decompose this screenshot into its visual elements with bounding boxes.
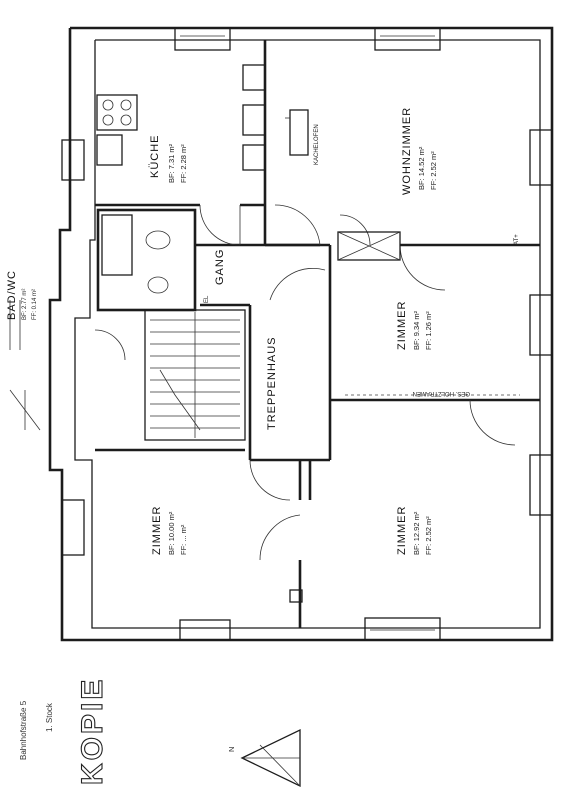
room-ff: FF: 1.26 m² <box>424 311 433 350</box>
room-bf: BF: 7.31 m² <box>167 143 176 183</box>
room-ff: FF: 2.52 m² <box>424 516 433 555</box>
room-ff: FF: 2.52 m² <box>429 151 438 190</box>
address-block: Bahnhofstraße 5 1. Stock <box>19 700 54 760</box>
room-gang: GANG EL <box>204 249 226 303</box>
side-marks <box>9 300 41 431</box>
windows-right <box>529 129 553 516</box>
at-label: AT+ <box>514 234 520 245</box>
room-bf: BF: 12.92 m² <box>412 511 421 555</box>
room-ff: FF: 2.28 m² <box>179 144 188 183</box>
kitchen-fixtures <box>96 94 138 166</box>
floor-label: 1. Stock <box>45 702 54 732</box>
windows-bottom <box>179 617 441 641</box>
staircase <box>150 312 240 438</box>
room-name: WOHNZIMMER <box>401 107 413 195</box>
room-name: ZIMMER <box>396 506 408 555</box>
room-zimmer-mid: ZIMMER BF: 9.34 m² FF: 1.26 m² <box>396 301 433 350</box>
north-arrow: N <box>227 728 301 788</box>
room-bf: BF: 9.34 m² <box>412 310 421 350</box>
door-swings <box>94 204 516 561</box>
room-bf: BF: 10.00 m² <box>167 511 176 555</box>
room-ff: FF: 0.14 m² <box>32 289 38 320</box>
svg-text:AT+: AT+ <box>514 234 520 245</box>
room-name: KÜCHE <box>149 134 161 178</box>
north-label: N <box>227 747 236 752</box>
chimney-marker <box>289 589 303 603</box>
room-name: GANG <box>214 249 226 285</box>
room-kueche: KÜCHE BF: 7.31 m² FF: 2.28 m² <box>149 134 188 183</box>
svg-text:KACHELOFEN: KACHELOFEN <box>314 124 320 165</box>
kopie-stamp: KOPIE <box>75 676 109 785</box>
room-zimmer-left: ZIMMER BF: 10.00 m² FF: ... m² <box>151 506 188 555</box>
room-name: BAD/WC <box>6 270 18 320</box>
kachelofen-label: KACHELOFEN <box>314 124 320 165</box>
room-bf: BF: 14.52 m² <box>417 146 426 190</box>
room-wohnzimmer: WOHNZIMMER BF: 14.52 m² FF: 2.52 m² <box>401 107 438 195</box>
interior-walls <box>95 40 540 628</box>
outer-walls <box>48 26 554 642</box>
room-treppenhaus: TREPPENHAUS <box>266 336 278 430</box>
room-bad: BAD/WC BF: 2.77 m² FF: 0.14 m² <box>6 270 38 320</box>
room-name: ZIMMER <box>396 301 408 350</box>
bath-fixtures <box>101 214 171 294</box>
room-el: EL <box>204 295 210 303</box>
shaft-box <box>337 231 401 261</box>
svg-text:GES. HOLZTRAMEN: GES. HOLZTRAMEN <box>413 390 470 396</box>
room-ff: FF: ... m² <box>179 524 188 555</box>
room-bf: BF: 2.77 m² <box>22 289 28 320</box>
address: Bahnhofstraße 5 <box>19 700 28 760</box>
holztrame-label: GES. HOLZTRAMEN <box>413 390 470 396</box>
room-zimmer-right: ZIMMER BF: 12.92 m² FF: 2.52 m² <box>396 506 433 555</box>
room-name: TREPPENHAUS <box>266 336 278 430</box>
svg-text:KOPIE: KOPIE <box>76 677 109 785</box>
room-name: ZIMMER <box>151 506 163 555</box>
tiled-stove <box>285 109 309 156</box>
windows-top <box>174 27 441 51</box>
windows-left <box>61 139 85 556</box>
